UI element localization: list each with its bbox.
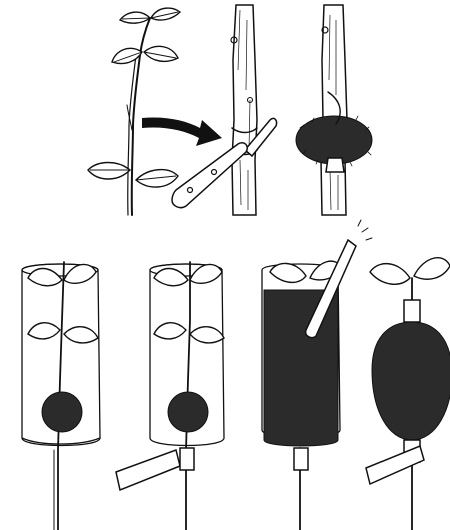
bottle-bottom-cut-drawing <box>116 262 224 530</box>
arrow-icon <box>142 117 222 146</box>
bark-cut-with-knife-drawing <box>172 5 277 215</box>
bottle-over-moss-drawing <box>22 262 100 530</box>
bottle-filled-with-moss-drawing <box>262 220 372 530</box>
leafy-branch-drawing <box>88 8 180 215</box>
wrapped-moss-ball-drawing <box>366 258 450 530</box>
moss-wrapped-cut-drawing <box>296 5 372 215</box>
